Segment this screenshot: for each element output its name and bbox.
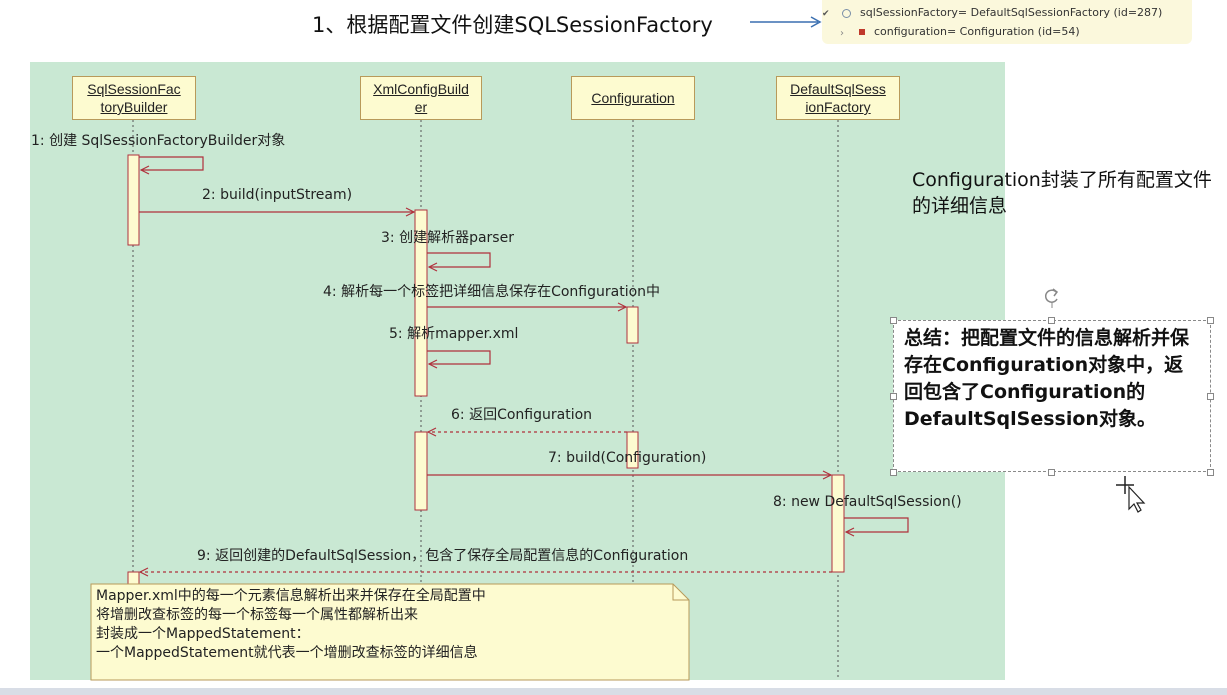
resize-handle-ml[interactable] — [890, 393, 897, 400]
collapsed-chevron-icon[interactable]: › — [840, 27, 844, 39]
sequence-diagram-canvas — [30, 62, 1005, 680]
message-8-label: 8: new DefaultSqlSession() — [773, 494, 962, 510]
resize-handle-bm[interactable] — [1048, 469, 1055, 476]
lifeline-label-2a: XmlConfigBuild — [373, 81, 469, 97]
summary-textbox[interactable]: 总结：把配置文件的信息解析并保存在Configuration对象中，返回包含了C… — [893, 320, 1211, 472]
bottom-bar — [0, 688, 1227, 695]
activation-configuration-1 — [626, 306, 639, 344]
lifeline-label-3a: Configuration — [591, 90, 675, 106]
message-9-label: 9: 返回创建的DefaultSqlSession，包含了保存全局配置信息的Co… — [197, 547, 688, 564]
activation-xmlbuilder-1 — [414, 209, 428, 397]
note-line: Mapper.xml中的每一个元素信息解析出来并保存在全局配置中 — [96, 588, 486, 604]
expanded-chevron-icon[interactable]: ✔ — [822, 8, 830, 19]
lifeline-label-4b: ionFactory — [805, 99, 871, 115]
note-line: 将增删改查标签的每一个标签每一个属性都解析出来 — [96, 607, 418, 623]
debug-variables-panel: ✔ sqlSessionFactory= DefaultSqlSessionFa… — [822, 0, 1192, 44]
lifeline-label-4a: DefaultSqlSess — [790, 81, 886, 97]
activation-builder — [127, 154, 140, 246]
message-8-arrow — [844, 517, 909, 532]
message-5-label: 5: 解析mapper.xml — [389, 326, 518, 342]
diagram-title: 1、根据配置文件创建SQLSessionFactory — [312, 13, 713, 37]
note-line: 一个MappedStatement就代表一个增删改查标签的详细信息 — [96, 645, 478, 661]
activation-configuration-2 — [626, 431, 639, 469]
note-text: Mapper.xml中的每一个元素信息解析出来并保存在全局配置中 将增删改查标签… — [96, 587, 676, 663]
debug-row-configuration[interactable]: › configuration= Configuration (id=54) — [840, 25, 1080, 39]
message-3-arrow — [427, 252, 491, 267]
resize-handle-bl[interactable] — [890, 469, 897, 476]
note-line: 封装成一个MappedStatement： — [96, 626, 310, 642]
lifeline-sqlsessionfactorybuilder[interactable]: SqlSessionFac toryBuilder — [72, 76, 196, 120]
debug-row-session-factory[interactable]: ✔ sqlSessionFactory= DefaultSqlSessionFa… — [822, 6, 1162, 19]
lifeline-label-1a: SqlSessionFac — [87, 81, 181, 97]
activation-xmlbuilder-2 — [414, 431, 428, 511]
note-box — [90, 583, 690, 681]
resize-handle-br[interactable] — [1207, 469, 1214, 476]
resize-handle-tl[interactable] — [890, 317, 897, 324]
message-7-label: 7: build(Configuration) — [548, 450, 706, 466]
activation-factory — [831, 474, 845, 573]
message-1-arrow — [139, 156, 204, 170]
lifeline-defaultsqlsessionfactory[interactable]: DefaultSqlSess ionFactory — [776, 76, 900, 120]
debug-row1-text: sqlSessionFactory= DefaultSqlSessionFact… — [860, 6, 1163, 19]
message-6-label: 6: 返回Configuration — [451, 407, 592, 423]
summary-text: 总结：把配置文件的信息解析并保存在Configuration对象中，返回包含了C… — [904, 327, 1190, 430]
message-3-label: 3: 创建解析器parser — [381, 230, 514, 246]
rotate-handle-icon[interactable] — [1042, 286, 1062, 308]
debug-row2-text: configuration= Configuration (id=54) — [874, 25, 1080, 38]
note-fold — [672, 584, 689, 601]
mouse-cursor-icon — [1116, 476, 1146, 513]
message-4-label: 4: 解析每一个标签把详细信息保存在Configuration中 — [323, 283, 660, 300]
field-circle-icon — [841, 8, 851, 18]
message-2-label: 2: build(inputStream) — [202, 187, 352, 203]
resize-handle-mr[interactable] — [1207, 393, 1214, 400]
resize-handle-tr[interactable] — [1207, 317, 1214, 324]
field-square-icon — [858, 29, 865, 35]
title-arrow-icon — [750, 16, 822, 28]
message-5-arrow — [427, 350, 491, 364]
message-1-label: 1: 创建 SqlSessionFactoryBuilder对象 — [31, 133, 285, 149]
lifeline-configuration[interactable]: Configuration — [571, 76, 695, 120]
lifeline-label-2b: er — [414, 99, 428, 115]
resize-handle-tm[interactable] — [1048, 317, 1055, 324]
lifeline-label-1b: toryBuilder — [100, 99, 168, 115]
configuration-side-note: Configuration封装了所有配置文件的详细信息 — [912, 169, 1212, 217]
lifeline-xmlconfigbuilder[interactable]: XmlConfigBuild er — [360, 76, 482, 120]
